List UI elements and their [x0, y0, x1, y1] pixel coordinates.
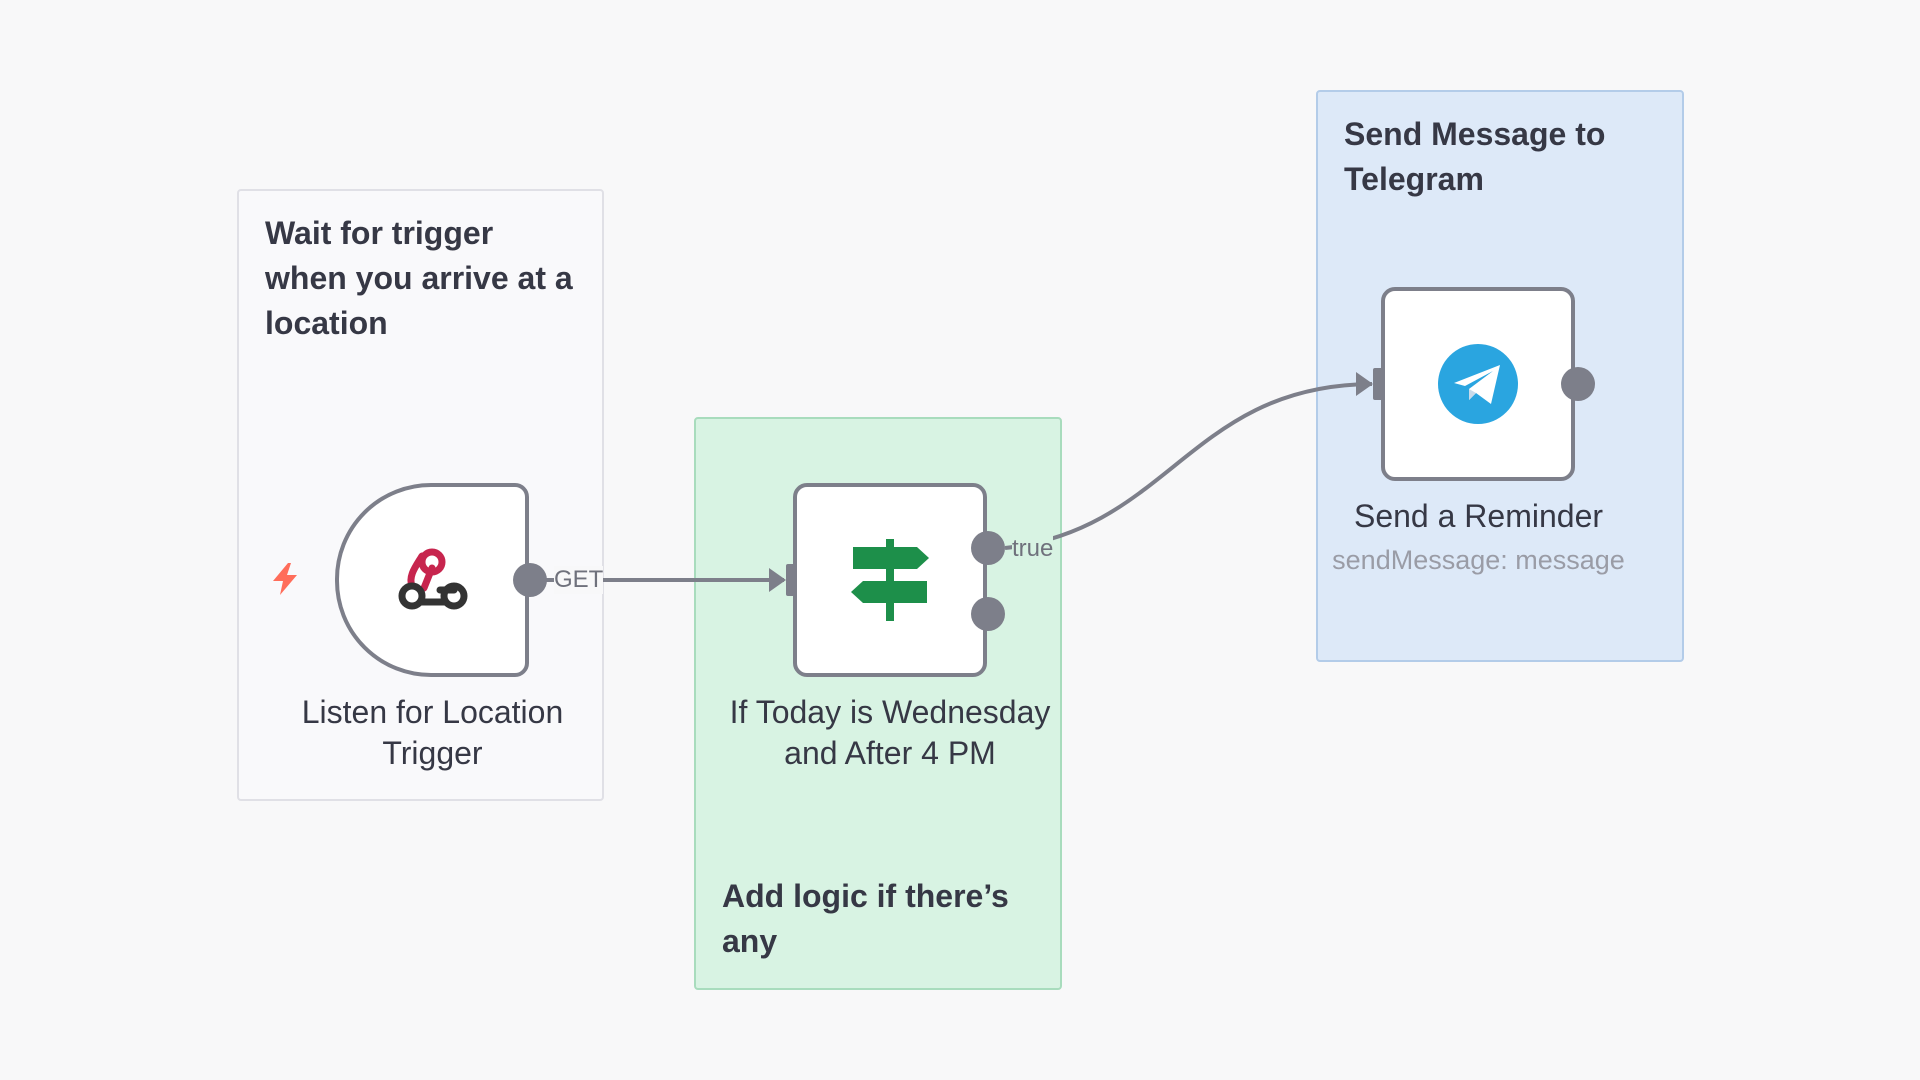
signpost-icon [851, 539, 929, 621]
if-true-output-label: true [1012, 535, 1054, 563]
node-listen-for-location-trigger[interactable] [335, 483, 529, 677]
sticky-note-text: Send Message to Telegram [1344, 116, 1606, 197]
sticky-note-trigger[interactable]: Wait for trigger when you arrive at a lo… [237, 189, 604, 801]
sticky-note-text: Wait for trigger when you arrive at a lo… [265, 215, 573, 341]
telegram-output-handle[interactable] [1561, 367, 1595, 401]
lightning-bolt-icon [273, 563, 297, 595]
node-if-today-is-wednesday[interactable] [793, 483, 987, 677]
if-node-label: If Today is Wednesday and After 4 PM [729, 694, 1051, 771]
trigger-output-label: GET [554, 566, 604, 594]
node-send-a-reminder[interactable] [1381, 287, 1575, 481]
sticky-note-text: Add logic if there’s any [722, 878, 1009, 959]
telegram-node-subtitle: sendMessage: message [1332, 545, 1625, 575]
if-true-output-handle[interactable] [971, 531, 1005, 565]
telegram-icon [1438, 344, 1518, 424]
telegram-node-label: Send a Reminder [1353, 498, 1604, 534]
trigger-node-label: Listen for Location Trigger [301, 694, 564, 771]
webhook-icon [398, 548, 468, 610]
trigger-output-handle[interactable] [513, 563, 547, 597]
if-false-output-handle[interactable] [971, 597, 1005, 631]
